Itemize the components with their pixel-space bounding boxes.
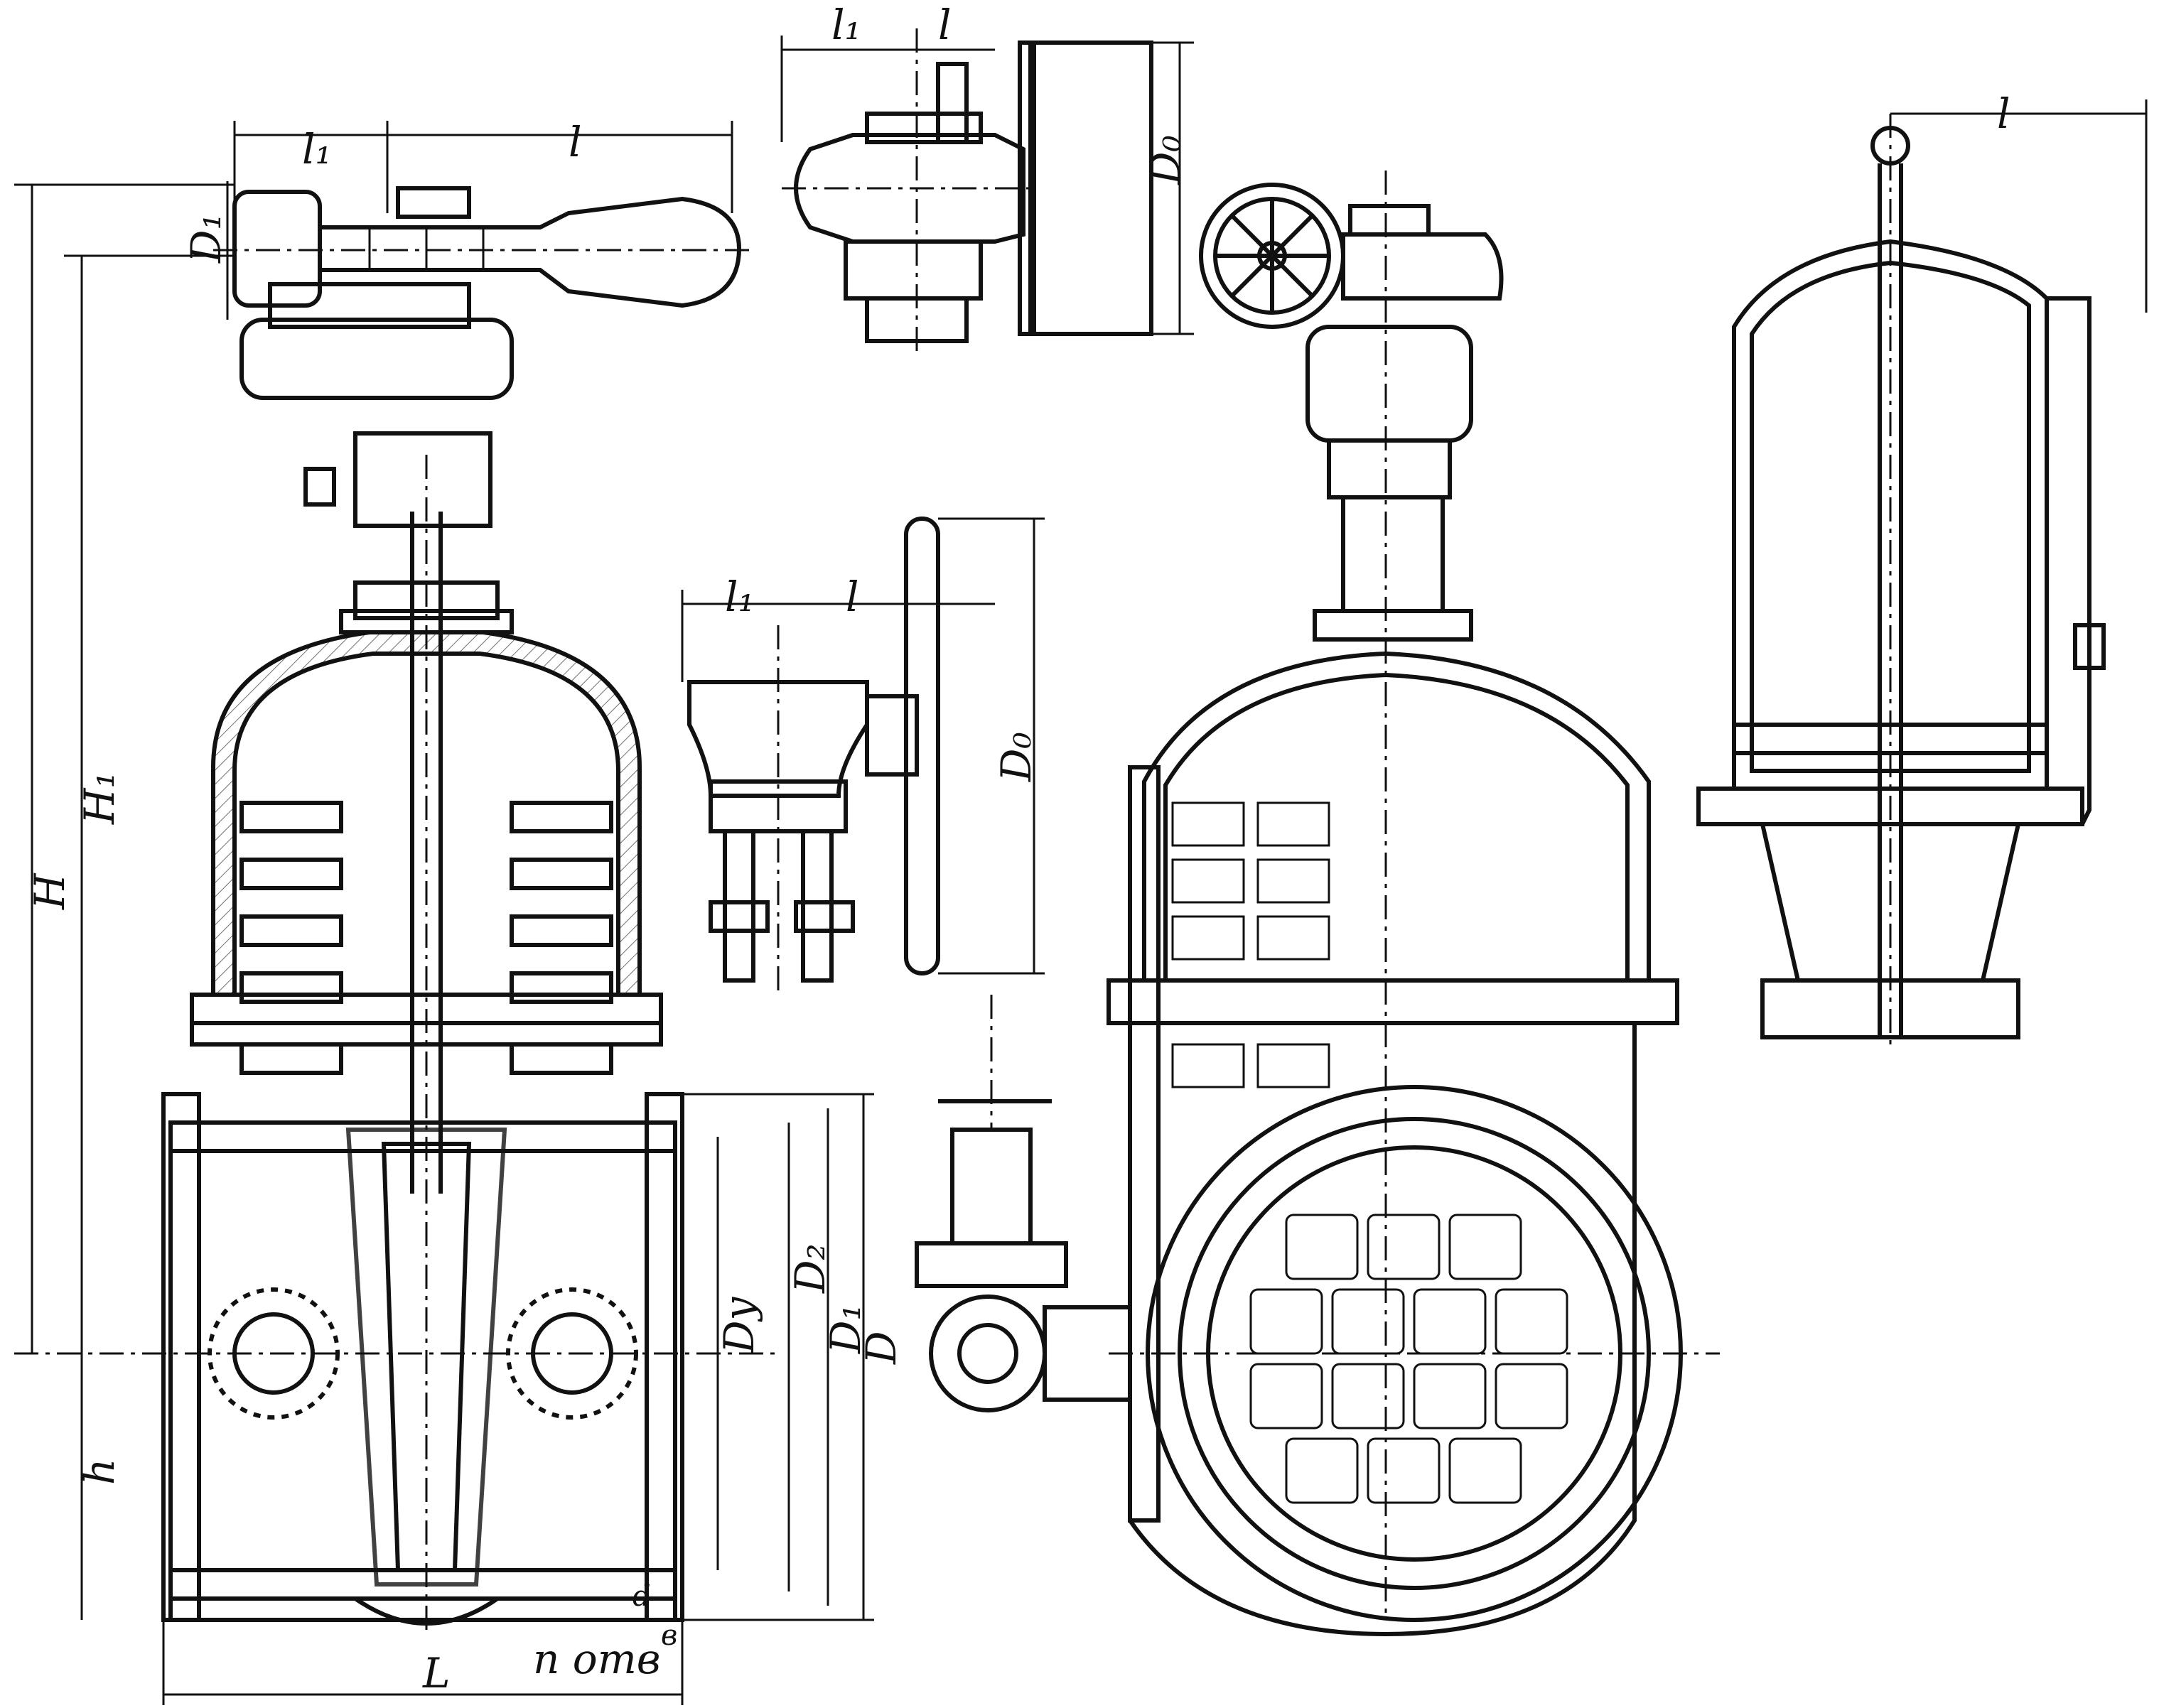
dim-label-l-right: l xyxy=(1997,90,2010,138)
dim-label-D2: D₂ xyxy=(786,1243,834,1294)
dim-label-l1-left: l₁ xyxy=(302,125,332,173)
large-valve-exterior-view xyxy=(1107,171,1720,1637)
dim-label-L: L xyxy=(422,1649,451,1697)
dim-label-l-top: l xyxy=(938,1,952,49)
dim-label-D: D xyxy=(857,1331,905,1365)
dim-label-Dy: Dу xyxy=(715,1296,763,1354)
dim-label-l1-center: l₁ xyxy=(725,573,755,621)
yoke-and-stuffing-box xyxy=(303,431,514,634)
bypass-valve xyxy=(915,995,1132,1412)
dim-label-l-left: l xyxy=(569,118,582,166)
dim-label-H1: H₁ xyxy=(75,772,124,825)
left-valve-section-view xyxy=(14,186,782,1634)
handwheel-drive-view: l₁ l D₀ xyxy=(681,517,1045,995)
dim-label-b: в xyxy=(661,1619,677,1652)
hydraulic-drive-view: l xyxy=(1696,90,2148,1052)
dim-label-l1-top: l₁ xyxy=(831,1,861,49)
drive-top-view: l₁ l D₀ xyxy=(780,1,1194,355)
dim-label-h: h xyxy=(75,1459,124,1485)
handwheel xyxy=(1199,183,1345,329)
left-view-dimensions: l₁ l D₁ H H₁ h L n отв в d Dу D₂ D₁ D xyxy=(14,118,905,1705)
dome-grid xyxy=(1171,801,1330,1088)
dim-label-n-otv: n отв xyxy=(533,1635,660,1683)
dim-label-l-center: l xyxy=(846,573,859,621)
dim-label-D0-center: D₀ xyxy=(992,732,1040,782)
valve-body xyxy=(161,1092,684,1626)
dim-label-D1: D₁ xyxy=(822,1304,870,1354)
dim-label-D0-top: D₀ xyxy=(1141,135,1190,185)
dim-label-H: H xyxy=(26,872,74,910)
dim-label-d: d xyxy=(632,1580,651,1613)
electric-drive-motor xyxy=(213,186,753,400)
